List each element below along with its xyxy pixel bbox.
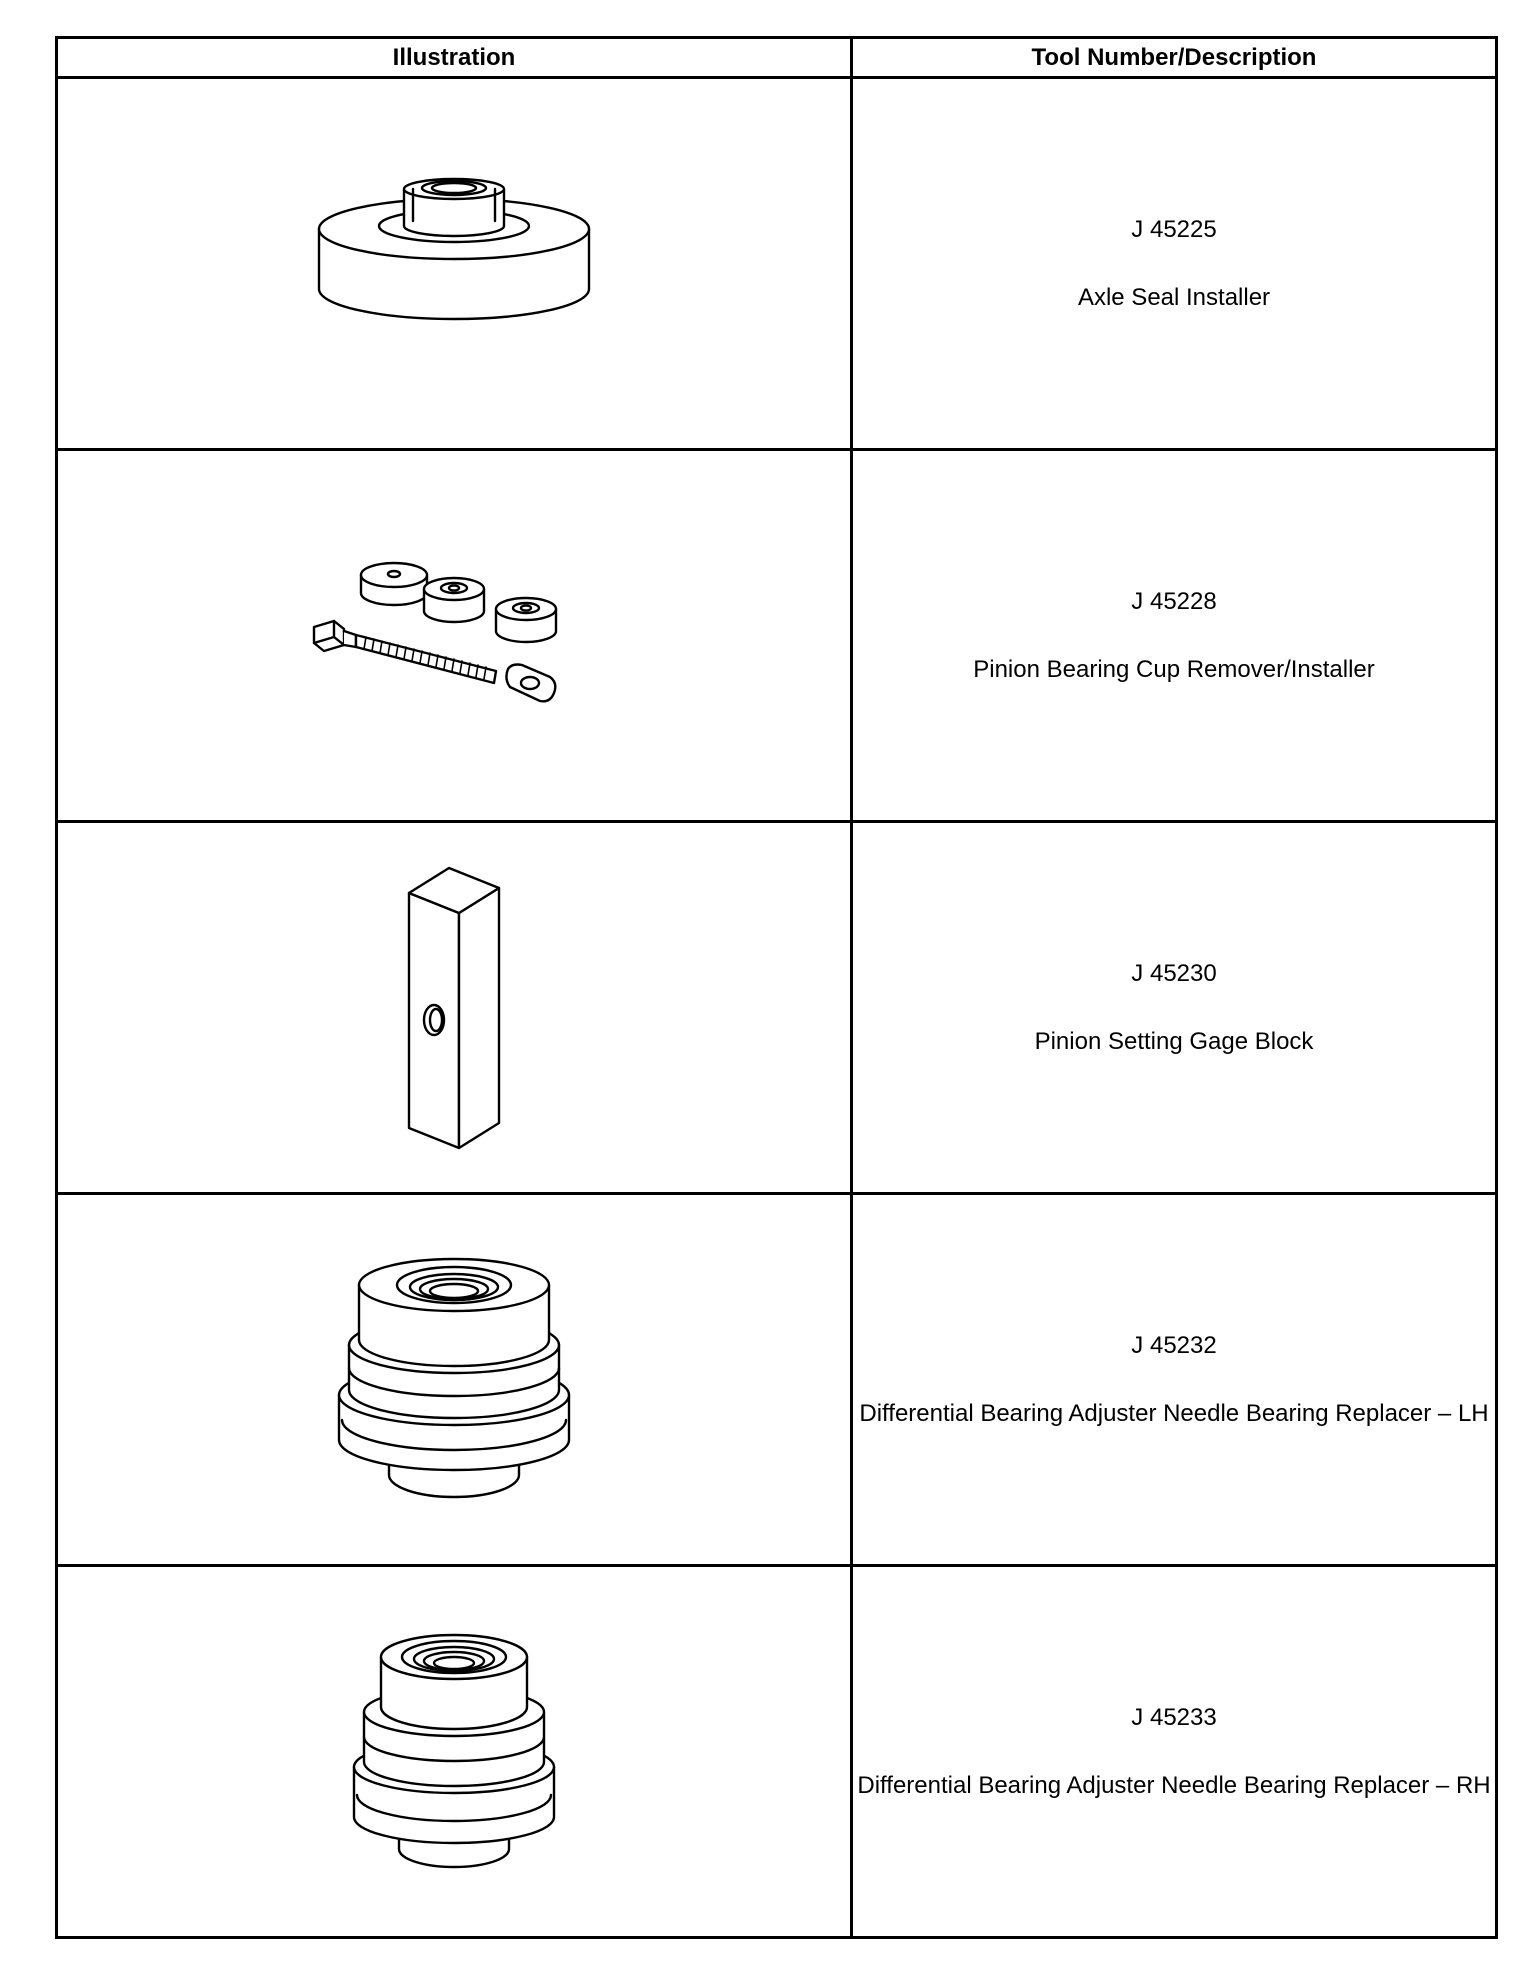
tool-description: Pinion Bearing Cup Remover/Installer — [973, 655, 1375, 683]
tool-number: J 45232 — [1131, 1331, 1217, 1359]
tool-number: J 45228 — [1131, 587, 1217, 615]
tool-number: J 45233 — [1131, 1703, 1217, 1731]
illustration-cell — [55, 76, 853, 451]
table-row: J 45230 Pinion Setting Gage Block — [55, 820, 1498, 1195]
illustration-cell — [55, 820, 853, 1195]
pinion-bearing-cup-remover-installer-icon — [304, 541, 604, 731]
tool-description: Axle Seal Installer — [1077, 283, 1271, 311]
description-cell: J 45233 Differential Bearing Adjuster Ne… — [850, 1564, 1498, 1939]
description-cell: J 45232 Differential Bearing Adjuster Ne… — [850, 1192, 1498, 1567]
illustration-cell — [55, 448, 853, 823]
table-row: J 45228 Pinion Bearing Cup Remover/Insta… — [55, 448, 1498, 823]
tool-number: J 45230 — [1131, 959, 1217, 987]
table-row: J 45232 Differential Bearing Adjuster Ne… — [55, 1192, 1498, 1567]
header-tool-description: Tool Number/Description — [850, 36, 1498, 79]
tool-description: Differential Bearing Adjuster Needle Bea… — [857, 1771, 1491, 1799]
description-cell: J 45230 Pinion Setting Gage Block — [850, 820, 1498, 1195]
table-header-row: Illustration Tool Number/Description — [55, 36, 1498, 79]
description-cell: J 45228 Pinion Bearing Cup Remover/Insta… — [850, 448, 1498, 823]
illustration-cell — [55, 1564, 853, 1939]
illustration-cell — [55, 1192, 853, 1567]
header-illustration: Illustration — [55, 36, 853, 79]
table-row: J 45233 Differential Bearing Adjuster Ne… — [55, 1564, 1498, 1939]
tool-number: J 45225 — [1131, 215, 1217, 243]
pinion-setting-gage-block-icon — [394, 858, 514, 1158]
axle-seal-installer-icon — [309, 169, 599, 359]
description-cell: J 45225 Axle Seal Installer — [850, 76, 1498, 451]
table-row: J 45225 Axle Seal Installer — [55, 76, 1498, 451]
tool-description: Differential Bearing Adjuster Needle Bea… — [859, 1399, 1489, 1427]
tool-description: Pinion Setting Gage Block — [1034, 1027, 1314, 1055]
needle-bearing-replacer-rh-icon — [349, 1617, 559, 1887]
tool-table: Illustration Tool Number/Description J 4… — [55, 36, 1498, 1939]
needle-bearing-replacer-lh-icon — [334, 1240, 574, 1520]
